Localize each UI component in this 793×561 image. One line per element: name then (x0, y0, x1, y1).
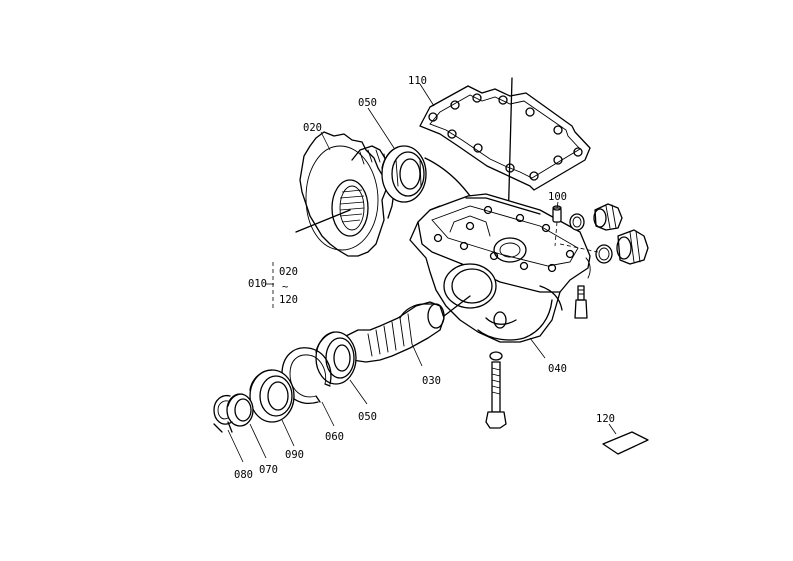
label-110: 110 (408, 75, 427, 87)
gear-shaft-line (295, 209, 351, 233)
oil-seal-090 (249, 369, 295, 423)
label-120: 120 (596, 413, 615, 425)
label-070: 070 (259, 464, 278, 476)
plug-upper (569, 203, 623, 231)
gear-020 (299, 131, 395, 257)
leader-lines (227, 83, 617, 463)
shaft-030 (345, 295, 471, 363)
label-080: 080 (234, 469, 253, 481)
label-030: 030 (422, 375, 441, 387)
plug-lower (559, 229, 649, 265)
bolt-bottom (485, 351, 507, 429)
range-symbol: ~ (282, 281, 288, 293)
label-010: 010 (248, 278, 267, 290)
label-050-lower: 050 (358, 411, 377, 423)
housing-040 (409, 193, 591, 343)
label-090: 090 (285, 449, 304, 461)
gasket-110 (419, 85, 591, 191)
label-plate-120 (602, 431, 649, 455)
collar-070 (226, 393, 254, 427)
label-020: 020 (303, 122, 322, 134)
bolt-right (574, 285, 588, 319)
label-060: 060 (325, 431, 344, 443)
label-020-range: 020 (279, 266, 298, 278)
label-040: 040 (548, 363, 567, 375)
label-120-range: 120 (279, 294, 298, 306)
label-050-upper: 050 (358, 97, 377, 109)
part-labels: 110 020 050 100 010 020 ~ 120 030 040 05… (234, 75, 615, 481)
circlip-080 (213, 394, 233, 433)
bearing-050-upper (381, 145, 427, 203)
bearing-050-lower (315, 331, 357, 385)
label-100: 100 (548, 191, 567, 203)
